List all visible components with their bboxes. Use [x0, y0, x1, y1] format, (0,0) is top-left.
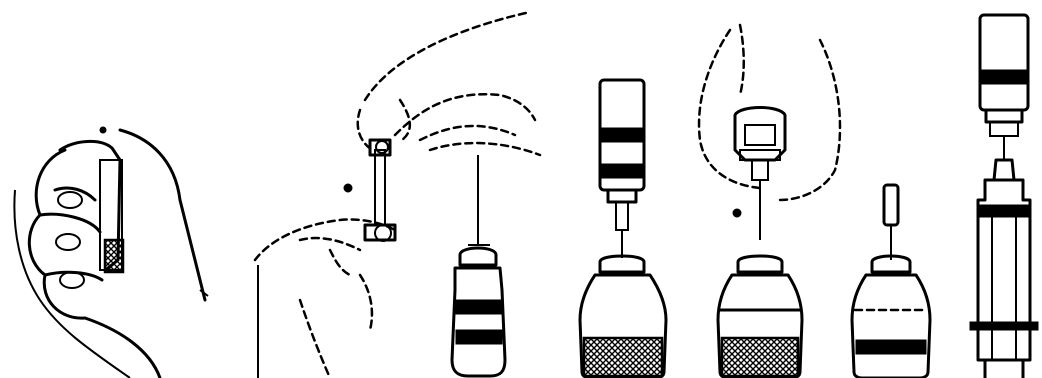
hand-removing-needle-cap-icon: [255, 12, 540, 378]
hand-holding-vial-icon: [14, 127, 208, 378]
hand-on-vial-icon: [699, 25, 840, 378]
syringe-under-inverted-vial-icon: [970, 15, 1038, 378]
vial-with-needle-icon: [852, 185, 930, 378]
needle-over-vial-icon: [452, 155, 505, 376]
cartridge-inserted-into-vial-icon: [580, 80, 666, 378]
